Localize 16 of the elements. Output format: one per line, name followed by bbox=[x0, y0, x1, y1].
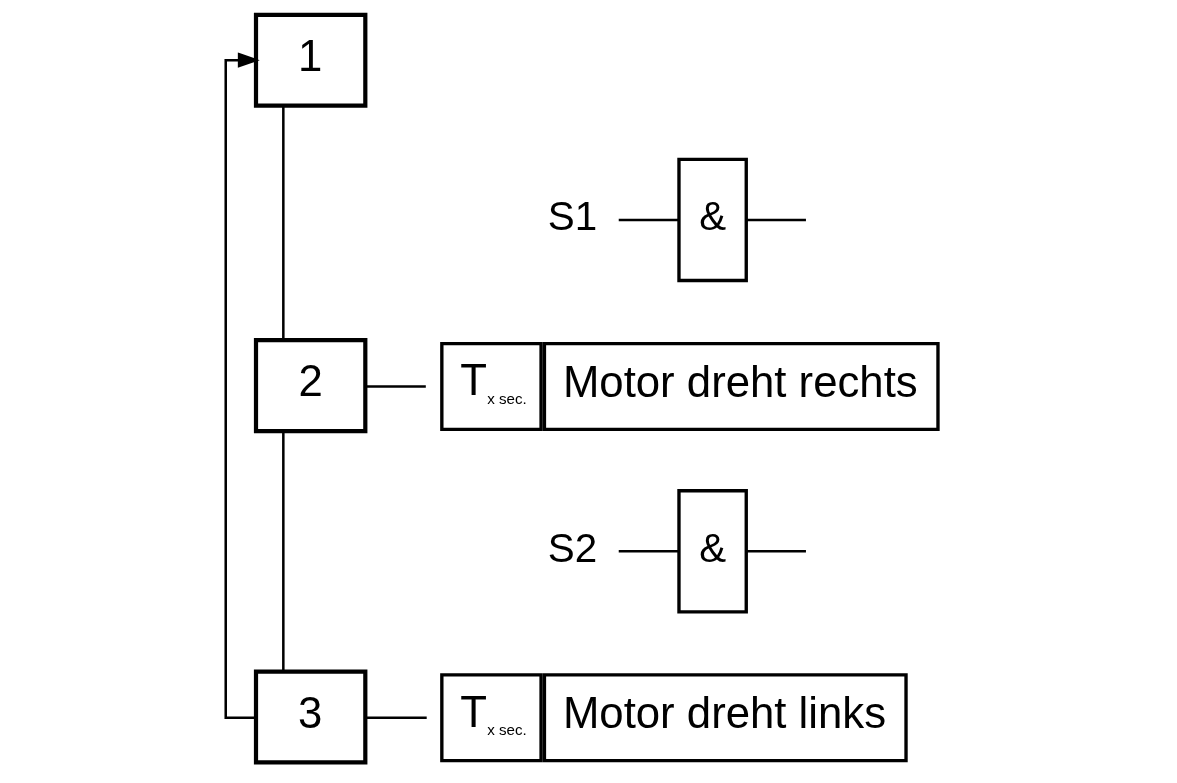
node-box: 2 bbox=[253, 338, 367, 434]
arrow bbox=[223, 52, 260, 720]
connector bbox=[365, 716, 427, 720]
connector bbox=[281, 106, 285, 340]
connector bbox=[618, 218, 679, 222]
node-box: & bbox=[676, 489, 748, 614]
connector bbox=[746, 550, 806, 553]
connector bbox=[746, 218, 806, 222]
connector bbox=[618, 550, 679, 553]
node-text: S2 bbox=[547, 524, 597, 571]
node-text: S1 bbox=[547, 193, 597, 240]
node-box: & bbox=[676, 157, 748, 283]
connector bbox=[281, 431, 285, 672]
node-box: 1 bbox=[253, 12, 367, 108]
node-box: 3 bbox=[253, 669, 367, 765]
connector bbox=[365, 385, 426, 388]
